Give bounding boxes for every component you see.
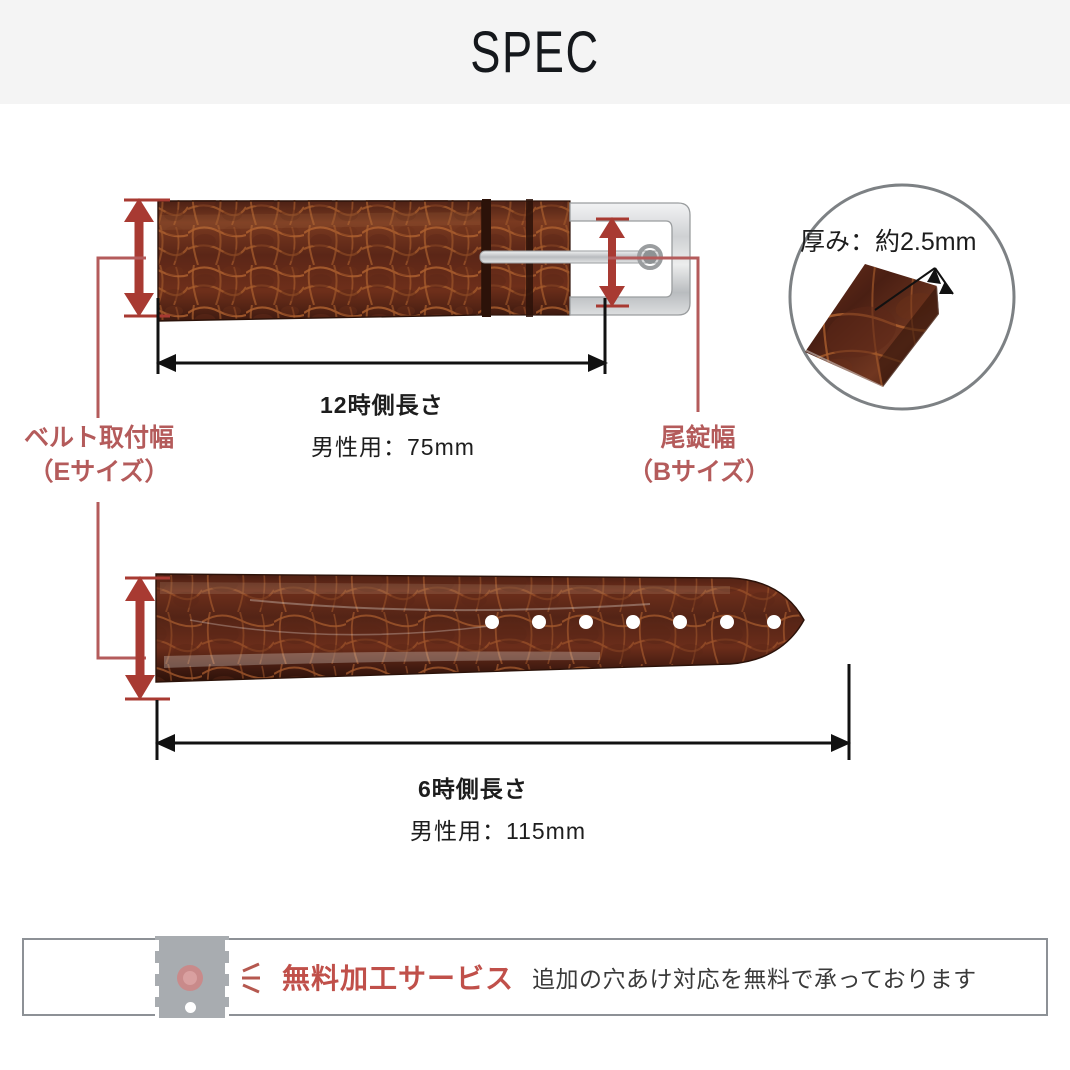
twelve-oclock-value: 男性用：75mm — [311, 434, 475, 460]
strap-holes — [485, 615, 781, 629]
banner-description: 追加の穴あけ対応を無料で承っております — [532, 966, 977, 992]
icon-hole-small — [185, 1002, 196, 1013]
attach-width-label-line1: ベルト取付幅 — [23, 424, 174, 452]
buckle-width-leader — [608, 256, 700, 412]
thickness-arrow — [874, 267, 954, 311]
six-oclock-value: 男性用：115mm — [410, 818, 586, 844]
page-header: SPEC — [0, 0, 1070, 104]
thickness-detail-circle — [788, 183, 1016, 411]
banner-headline: 無料加工サービス — [282, 963, 515, 994]
page-title: SPEC — [470, 19, 600, 85]
punch-hole-icon — [155, 936, 229, 1018]
six-oclock-length-arrow — [155, 664, 851, 760]
buckle-width-arrow — [596, 217, 629, 308]
attach-width-label-line2: （Eサイズ） — [28, 458, 170, 486]
twelve-oclock-length-arrow — [156, 298, 608, 374]
six-oclock-title: 6時側長さ — [418, 776, 528, 802]
sparkle-icon — [242, 962, 260, 994]
icon-hole-inner — [183, 971, 197, 985]
free-service-banner: 無料加工サービス 追加の穴あけ対応を無料で承っております — [22, 936, 1048, 1018]
buckle-width-label-line1: 尾錠幅 — [660, 424, 736, 452]
attach-width-leader — [96, 256, 146, 660]
buckle-width-label-line2: （Bサイズ） — [628, 458, 771, 486]
thickness-label: 厚み：約2.5mm — [800, 228, 977, 256]
twelve-oclock-title: 12時側長さ — [320, 392, 444, 418]
buckle-shape — [479, 202, 691, 316]
lower-strap-image — [155, 573, 805, 683]
attach-width-arrow-lower — [125, 576, 170, 701]
upper-strap-image — [157, 199, 691, 322]
